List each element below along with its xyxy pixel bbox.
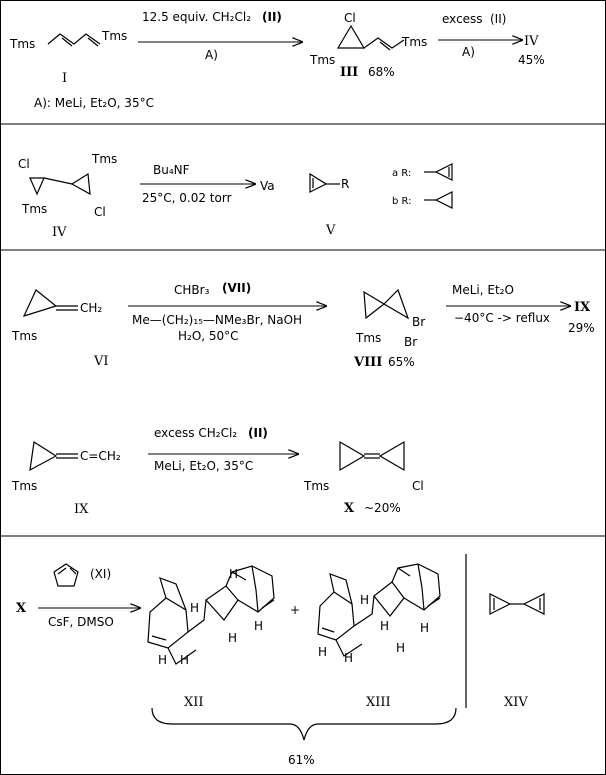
h-label: H: [396, 641, 405, 655]
h-label: H: [180, 653, 189, 667]
row3-arrow-2: MeLi, Et₂O −40°C -> reflux: [446, 283, 570, 325]
h-label: H: [420, 621, 429, 635]
h-label: H: [158, 653, 167, 667]
conditions-text: H₂O, 50°C: [178, 329, 239, 343]
cl-label: Cl: [18, 157, 30, 171]
compound-label-i: I: [62, 71, 67, 86]
excess-text: excess: [442, 12, 483, 26]
h-label: H: [318, 645, 327, 659]
compound-label-v: V: [325, 223, 336, 238]
reagent-ref: (XI): [90, 567, 111, 581]
product-xiv-structure: [489, 593, 545, 615]
brace: [151, 707, 457, 741]
h-label: H: [380, 619, 389, 633]
reagent-text: 12.5 equiv. CH₂Cl₂: [142, 10, 251, 24]
cl-label: Cl: [412, 479, 424, 493]
reagent-text: CHBr₃: [174, 283, 210, 297]
plus-sign: +: [290, 603, 300, 617]
compound-label-ix: IX: [74, 502, 89, 517]
yield-iii: 68%: [368, 65, 395, 79]
yield-ix: 29%: [568, 321, 595, 335]
reagent-text: MeLi, Et₂O: [452, 283, 514, 297]
ch2-label: CH₂: [80, 301, 102, 315]
row5-arrow: (XI) CsF, DMSO: [38, 563, 140, 629]
row1-product-iii: Cl Tms Tms: [309, 11, 427, 67]
reagent-ref: (VII): [222, 281, 251, 295]
row4-vinylidenecyclopropane: C=CH₂ Tms: [11, 440, 121, 493]
compound-label-iv: IV: [524, 34, 539, 49]
compound-label-xiv: XIV: [504, 695, 528, 710]
r-label: R: [341, 177, 349, 191]
yield-xii-xiii: 61%: [288, 753, 315, 767]
r-group-b: b R:: [392, 191, 453, 209]
tms-label: Tms: [101, 29, 127, 43]
tms-label: Tms: [309, 53, 335, 67]
compound-label-viii: VIII: [353, 355, 382, 370]
conditions-text: 25°C, 0.02 torr: [142, 191, 232, 205]
row4-arrow: excess CH₂Cl₂ (II) MeLi, Et₂O, 35°C: [148, 426, 298, 473]
product-xiii-structure: H H H H H H: [317, 563, 441, 665]
row1-arrow-2: excess (II) A): [438, 12, 522, 59]
compound-label-x: X: [16, 601, 27, 616]
cl-label: Cl: [94, 205, 106, 219]
compound-label-xii: XII: [184, 695, 204, 710]
row1-start-diene: Tms Tms: [9, 29, 127, 51]
yield-viii: 65%: [388, 355, 415, 369]
compound-label-vi: VI: [93, 354, 109, 369]
h-label: H: [254, 619, 263, 633]
h-label: H: [344, 651, 353, 665]
product-va: Va: [260, 179, 275, 193]
cl-label: Cl: [344, 11, 356, 25]
compound-label-iii: III: [340, 65, 358, 80]
tms-label: Tms: [21, 202, 47, 216]
reagent-ref: (II): [248, 426, 268, 440]
compound-label-ix: IX: [574, 300, 591, 315]
br-label: Br: [404, 335, 417, 349]
allene-label: C=CH₂: [80, 449, 121, 463]
reagent-text: Bu₄NF: [153, 163, 190, 177]
r-group-a-label: a R:: [392, 168, 411, 179]
row2-cyclopropene-r: R: [309, 172, 349, 193]
compound-label-xiii: XIII: [366, 695, 391, 710]
row4-product-x: Tms Cl: [303, 440, 424, 493]
tms-label: Tms: [91, 152, 117, 166]
row3-methylenecyclopropane: CH₂ Tms: [11, 289, 102, 343]
tms-label: Tms: [9, 37, 35, 51]
reagent-text: excess CH₂Cl₂: [154, 426, 237, 440]
conditions-note: A): MeLi, Et₂O, 35°C: [34, 96, 154, 110]
compound-label-x: X: [344, 501, 355, 516]
h-label: H: [360, 593, 369, 607]
compound-label-iv: IV: [52, 225, 67, 240]
tms-label: Tms: [303, 479, 329, 493]
row2-start-bicyclopropyl: Cl Tms Tms Cl: [18, 152, 117, 219]
r-group-b-label: b R:: [392, 196, 412, 207]
tms-label: Tms: [401, 35, 427, 49]
yield-x: ~20%: [364, 501, 401, 515]
h-label: H: [229, 567, 238, 581]
product-xii-structure: H H H H H H: [147, 565, 275, 667]
br-label: Br: [412, 315, 425, 329]
row3-product-viii: Tms Br Br: [355, 288, 425, 349]
r-group-a: a R:: [392, 163, 453, 181]
conditions-ref: A): [462, 45, 475, 59]
excess-ref: (II): [490, 12, 506, 26]
row1-arrow-1: 12.5 equiv. CH₂Cl₂ (II) A): [138, 10, 302, 62]
yield-iv: 45%: [518, 53, 545, 67]
row2-arrow: Bu₄NF 25°C, 0.02 torr: [140, 163, 255, 205]
conditions-text: Me—(CH₂)₁₅—NMe₃Br, NaOH: [132, 313, 302, 327]
conditions-text: MeLi, Et₂O, 35°C: [154, 459, 253, 473]
h-label: H: [190, 601, 199, 615]
row3-arrow-1: CHBr₃ (VII) Me—(CH₂)₁₅—NMe₃Br, NaOH H₂O,…: [128, 281, 326, 343]
tms-label: Tms: [11, 329, 37, 343]
reagent-ref: (II): [262, 10, 282, 24]
conditions-text: −40°C -> reflux: [454, 311, 550, 325]
h-label: H: [228, 631, 237, 645]
tms-label: Tms: [11, 479, 37, 493]
conditions-text: CsF, DMSO: [48, 615, 114, 629]
conditions-ref: A): [205, 48, 218, 62]
tms-label: Tms: [355, 331, 381, 345]
